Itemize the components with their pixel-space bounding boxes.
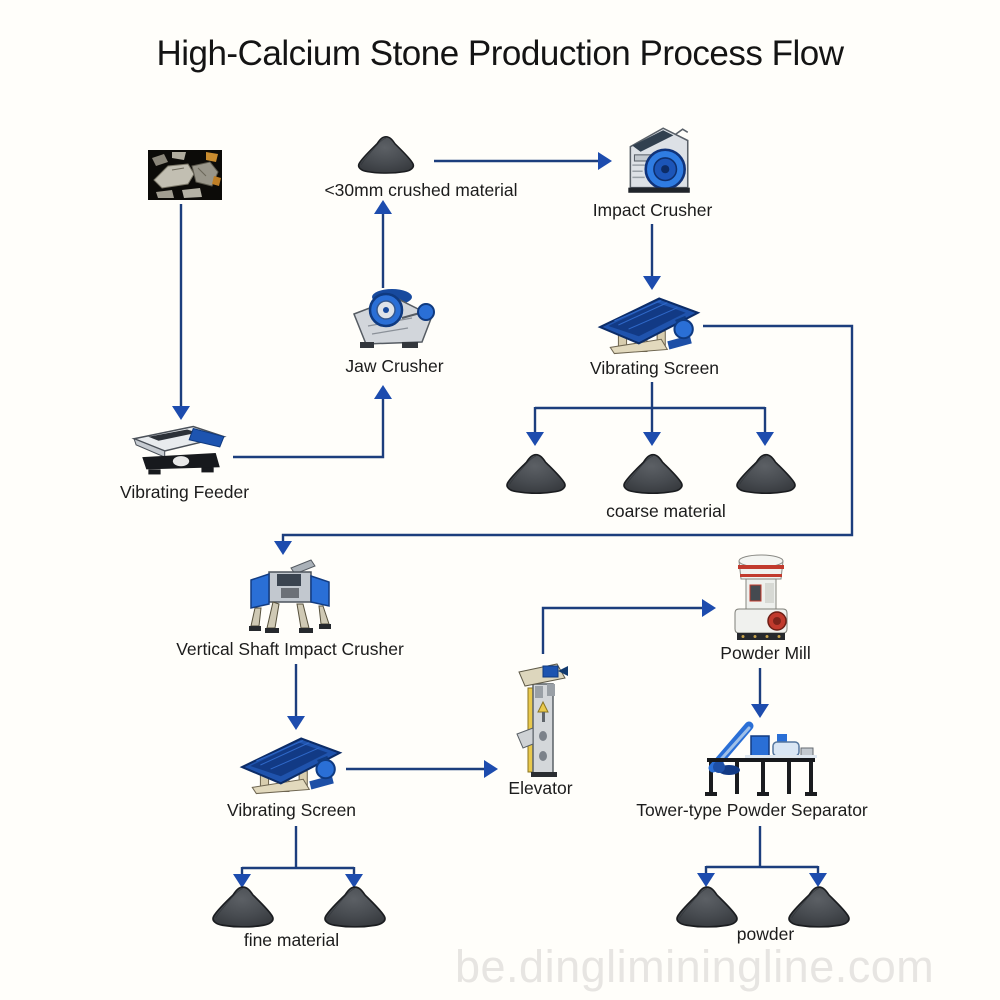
impact-crusher-node [616,120,698,202]
material-pile-icon [732,452,800,494]
arrow-separator-to-powder-piles [697,826,827,887]
coarse-material-label: coarse material [606,501,726,521]
coarse-material-pile-1 [502,452,570,494]
arrow-screen2-to-fine-piles [233,826,363,888]
fine-material-label: fine material [243,930,340,950]
tower-type-powder-separator-image [705,721,817,796]
vibrating-feeder-image [131,425,227,475]
fine-material-pile-1 [208,884,278,928]
jaw-crusher-image [353,289,435,348]
powder-mill-node [729,550,793,646]
arrow-screen1-to-coarse-piles [526,382,774,446]
vibrating-screen-2-node [238,730,346,798]
jaw-crusher-node [346,284,442,356]
material-pile-icon [619,452,687,494]
arrow-feeder-to-jawcrusher [233,385,392,459]
tower-separator-label: Tower-type Powder Separator [636,800,868,820]
fine-material-pile-2 [320,884,390,928]
tower-separator-node [698,720,824,798]
vibrating-screen-2-label: Vibrating Screen [226,800,357,820]
powder-label: powder [736,924,795,944]
diagram-title: High-Calcium Stone Production Process Fl… [156,34,844,73]
powder-pile-2 [784,884,854,928]
impact-crusher-label: Impact Crusher [592,200,713,220]
arrow-impactcrusher-to-screen1 [643,224,661,290]
jaw-crusher-label: Jaw Crusher [345,356,444,376]
vibrating-feeder-node [130,422,230,482]
powder-pile-1 [672,884,742,928]
material-pile-icon [784,884,854,928]
vibrating-feeder-label: Vibrating Feeder [119,482,250,502]
powder-mill-image [734,554,788,640]
arrow-powdermill-to-separator [751,668,769,718]
impact-crusher-image [628,127,690,193]
material-pile-icon [672,884,742,928]
arrow-vsi-to-screen2 [287,664,305,730]
crushed-material-node [354,134,418,174]
vertical-shaft-impact-crusher-image [249,559,331,633]
vibrating-screen-image [239,737,343,795]
arrow-elevator-to-powdermill [541,599,716,654]
raw-stone-photo [148,150,222,200]
arrow-crushedmaterial-to-impactcrusher [434,152,612,170]
elevator-label: Elevator [508,778,573,798]
coarse-material-pile-2 [619,452,687,494]
material-pile-icon [208,884,278,928]
arrow-screen1-to-vsi-crusher [274,324,854,555]
elevator-node [510,656,572,782]
material-pile-icon [354,134,418,174]
bucket-elevator-image [516,663,568,777]
vibrating-screen-1-node [596,290,704,358]
coarse-material-pile-3 [732,452,800,494]
arrow-screen2-to-elevator [346,760,498,778]
vsi-crusher-node [236,558,346,638]
raw-stone-node [148,150,222,200]
arrow-rawstone-to-feeder [172,204,190,420]
material-pile-icon [502,452,570,494]
vibrating-screen-1-label: Vibrating Screen [589,358,720,378]
arrow-jawcrusher-to-crushedmaterial [374,200,392,288]
vsi-crusher-label: Vertical Shaft Impact Crusher [176,639,404,659]
vibrating-screen-image [597,297,701,355]
material-pile-icon [320,884,390,928]
watermark: be.dingliminingline.com [455,941,935,992]
powder-mill-label: Powder Mill [720,643,811,663]
crushed-material-label: <30mm crushed material [324,180,518,200]
